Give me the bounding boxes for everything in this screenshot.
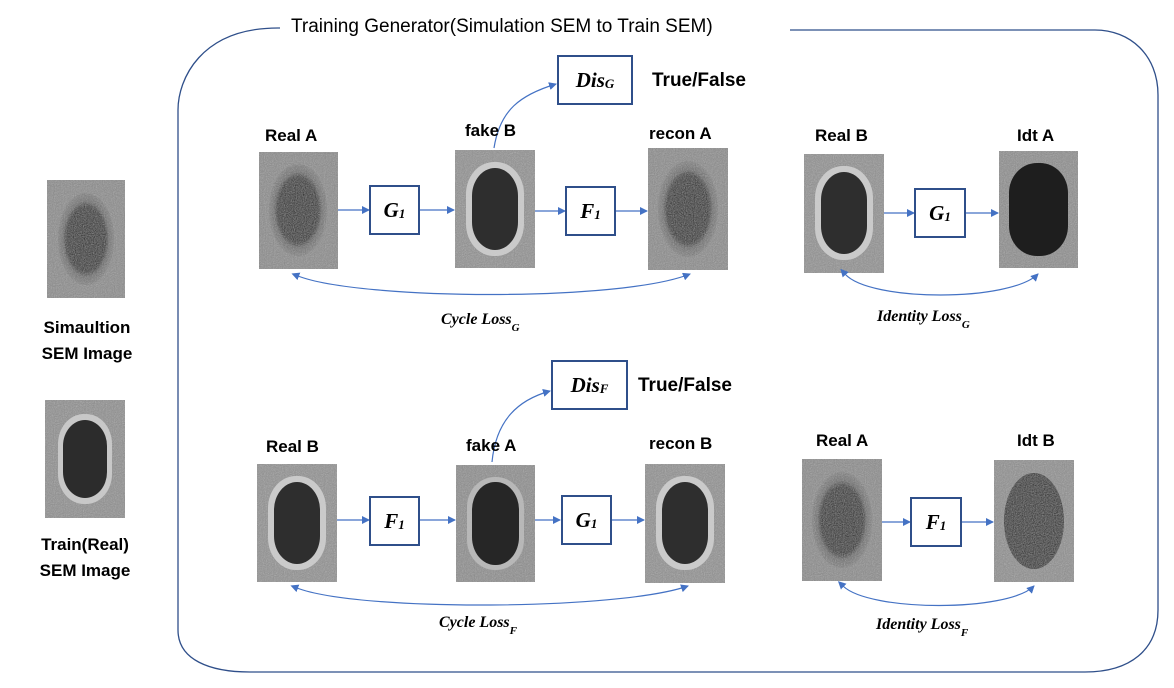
diagram-title: Training Generator(Simulation SEM to Tra… [287, 16, 717, 38]
top-recon-a-image [648, 148, 728, 270]
bottom-true-false-label: True/False [638, 375, 732, 396]
top-g1-idt-sub: 1 [944, 209, 951, 224]
top-cycle-loss-label: Cycle LossG [441, 311, 520, 335]
legend-simulation-label: Simaultion SEM Image [28, 318, 146, 364]
top-idt-a-image [999, 151, 1078, 268]
top-f1-sub: 1 [594, 207, 601, 222]
bottom-identity-loss-text: Identity Loss [876, 616, 961, 633]
bottom-identity-loss-sub: F [960, 627, 969, 640]
top-real-b-image [804, 154, 884, 273]
top-recon-a-label: recon A [649, 124, 712, 143]
bottom-real-b-label: Real B [266, 437, 319, 456]
bottom-g1-sub: 1 [590, 516, 598, 531]
top-g1-sub: 1 [398, 206, 406, 221]
top-real-b-label: Real B [815, 126, 868, 145]
top-real-a-label: Real A [265, 126, 318, 145]
legend-train-line2: SEM Image [39, 561, 131, 580]
top-dis-letters: Dis [575, 67, 605, 92]
arrow-fake-a-to-dis-f [491, 389, 551, 463]
legend-train-sem-image [45, 400, 125, 518]
bottom-f1-sub: 1 [398, 517, 405, 532]
top-cycle-loss-arc [291, 272, 691, 296]
top-fake-b-label: fake B [465, 121, 517, 140]
bottom-dis-letters: Dis [570, 372, 600, 397]
legend-train-line1: Train(Real) [41, 535, 129, 554]
bottom-dis-sub: F [599, 381, 609, 396]
legend-simulation-sem-image [47, 180, 125, 298]
top-f1-letter: F [580, 198, 595, 223]
top-identity-loss-arc [840, 268, 1039, 296]
arrow-fake-b-to-dis-g [493, 82, 557, 149]
bottom-recon-b-label: recon B [649, 434, 713, 453]
bottom-fake-a-image [456, 465, 535, 582]
top-real-a-image [259, 152, 338, 269]
bottom-cycle-loss-text: Cycle Loss [439, 614, 510, 631]
bottom-fake-a-label: fake A [466, 436, 517, 455]
bottom-idt-b-label: Idt B [1017, 431, 1055, 450]
bottom-identity-loss-arc [837, 581, 1035, 607]
bottom-f1-idt-letter: F [925, 509, 940, 534]
bottom-cycle-loss-label: Cycle LossF [439, 614, 517, 638]
bottom-real-a-label: Real A [816, 431, 869, 450]
bottom-recon-b-image [645, 464, 725, 583]
top-true-false-label: True/False [652, 70, 746, 91]
top-fake-b-image [455, 150, 535, 268]
legend-train-label: Train(Real) SEM Image [26, 535, 144, 581]
top-cycle-loss-text: Cycle Loss [441, 311, 512, 328]
top-identity-loss-label: Identity LossG [877, 308, 970, 332]
bottom-identity-loss-label: Identity LossF [876, 616, 969, 640]
top-idt-a-label: Idt A [1017, 126, 1055, 145]
bottom-f1-letter: F [384, 508, 399, 533]
top-identity-loss-sub: G [961, 319, 970, 332]
top-g1-idt-letter: G [929, 200, 945, 225]
top-identity-loss-text: Identity Loss [877, 308, 962, 325]
bottom-real-a-image [802, 459, 882, 581]
bottom-idt-b-image [994, 460, 1074, 582]
legend-simulation-line1: Simaultion [43, 318, 131, 337]
bottom-f1-idt-sub: 1 [939, 518, 947, 533]
bottom-real-b-image [257, 464, 337, 582]
bottom-cycle-loss-arc [290, 584, 689, 606]
top-cycle-loss-sub: G [511, 322, 520, 335]
top-g1-letter: G [383, 197, 399, 222]
bottom-g1-letter: G [575, 507, 591, 532]
bottom-cycle-loss-sub: F [509, 625, 517, 638]
top-dis-sub: G [604, 76, 615, 91]
legend-simulation-line2: SEM Image [41, 344, 133, 363]
training-frame [177, 27, 1159, 673]
